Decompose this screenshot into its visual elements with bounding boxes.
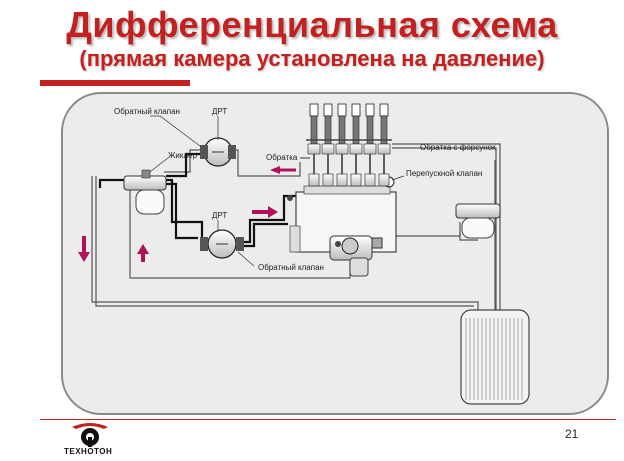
arrow-pressure-right [252, 206, 278, 218]
fuel-filter-left [123, 169, 167, 215]
arrow-down [78, 236, 90, 262]
flow-meter-top [200, 137, 236, 167]
thin-pipes [91, 143, 501, 318]
technoton-logo [72, 423, 108, 447]
logo-text: ТЕХНОТОН [64, 447, 113, 456]
footer-line [40, 419, 616, 420]
injector [335, 103, 349, 187]
injection-pump [287, 176, 397, 277]
slide-title: Дифференциальная схема [66, 4, 558, 45]
fuel-filter-right [455, 203, 501, 239]
arrow-up [137, 244, 149, 262]
pressure-pipes [98, 152, 300, 248]
title-accent-bar [40, 80, 190, 86]
injector [321, 103, 335, 187]
injector [349, 103, 363, 187]
slide-subtitle: (прямая камера установлена на давление) [79, 46, 545, 71]
label-return-injectors: Обратка с форсунок [420, 143, 496, 152]
injector [363, 103, 377, 187]
label-check-valve-bottom: Обратный клапан [258, 263, 324, 272]
injector [307, 103, 321, 187]
fuel-tank [460, 309, 530, 405]
label-check-valve-top: Обратный клапан [114, 107, 180, 116]
injectors [307, 103, 391, 187]
label-drt-top: ДРТ [212, 107, 227, 116]
arrow-return-left [270, 166, 296, 174]
label-drt-bottom: ДРТ [212, 211, 227, 220]
injector [377, 103, 391, 187]
label-bypass-valve: Перепускной клапан [406, 169, 482, 178]
label-return: Обратка [266, 153, 298, 162]
flow-arrows [78, 166, 296, 262]
label-jet: Жиклер [168, 151, 198, 160]
page-number: 21 [565, 427, 579, 441]
flow-meter-bottom [200, 229, 244, 259]
